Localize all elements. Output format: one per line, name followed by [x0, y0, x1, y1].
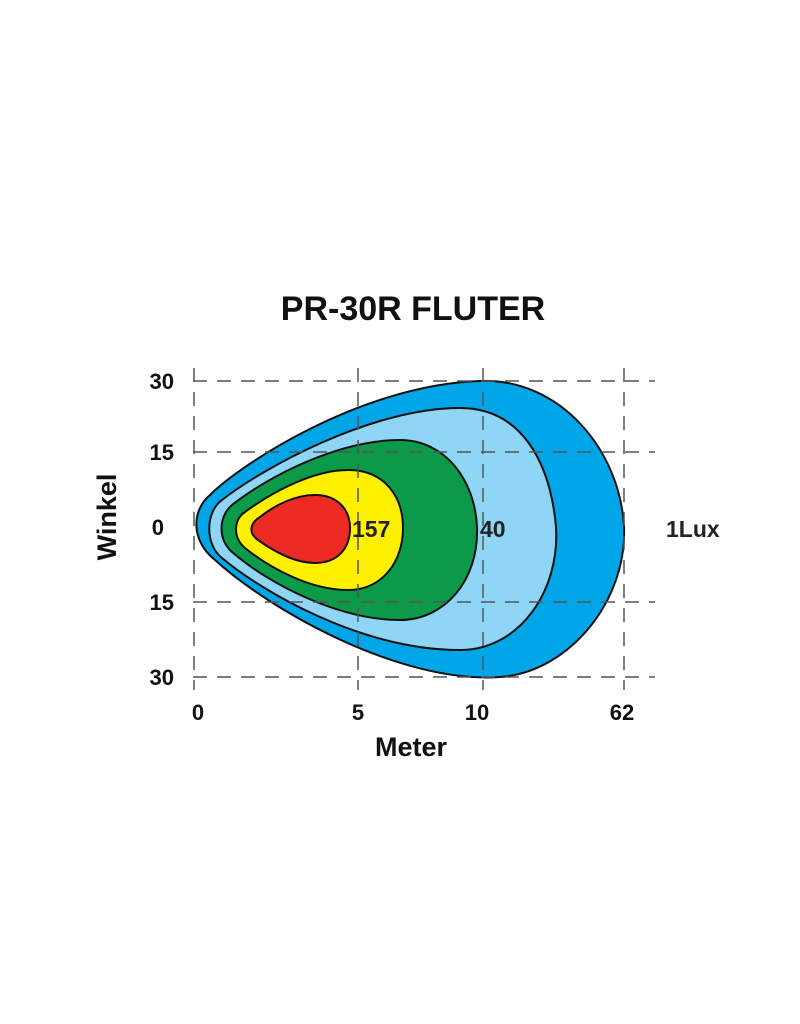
x-tick-0: 0 — [192, 700, 204, 725]
zone-labels-group: 1Lux 40 157 — [352, 516, 720, 542]
y-tick-15-bottom: 15 — [150, 590, 174, 615]
x-axis-label: Meter — [375, 732, 448, 762]
y-tick-15-top: 15 — [150, 440, 174, 465]
x-tick-10: 10 — [465, 700, 489, 725]
zone-label-3: 157 — [352, 516, 390, 542]
y-tick-0: 0 — [152, 515, 164, 540]
x-tick-5: 5 — [352, 700, 364, 725]
y-tick-30-bottom: 30 — [150, 665, 174, 690]
y-tick-30-top: 30 — [150, 369, 174, 394]
zone-4 — [250, 493, 352, 565]
x-tick-62: 62 — [610, 700, 634, 725]
grid-lines — [193, 368, 655, 690]
y-axis-label: Winkel — [92, 474, 122, 561]
zones-group — [195, 379, 626, 679]
zone-label-2: 40 — [480, 516, 506, 542]
zone-label-0: 1Lux — [666, 516, 720, 542]
chart-title: PR-30R FLUTER — [281, 290, 545, 328]
